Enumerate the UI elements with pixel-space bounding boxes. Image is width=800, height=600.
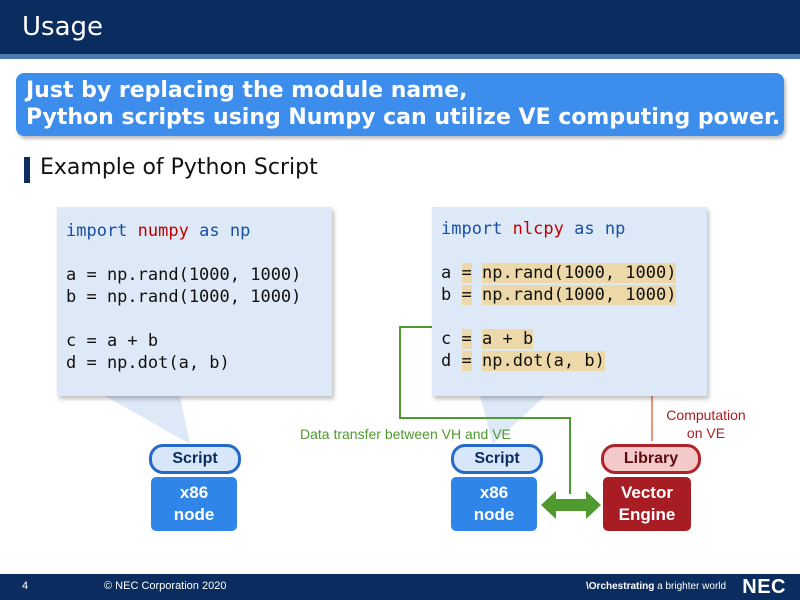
- numpy-code: import numpy as np a = np.rand(1000, 100…: [66, 220, 301, 374]
- code-var-d: d: [441, 351, 452, 371]
- code-var-a: a: [441, 263, 452, 283]
- nlcpy-code-box: import nlcpy as np a = np.rand(1000, 100…: [432, 207, 707, 396]
- node-label: node: [173, 505, 215, 524]
- left-callout-tail: [105, 396, 190, 444]
- code-line-c: c = a + b: [66, 331, 159, 351]
- x86-node-left: x86 node: [151, 477, 237, 531]
- code-var-c: c: [441, 329, 452, 349]
- right-callout-tail: [480, 396, 545, 444]
- footer-bar: 4 © NEC Corporation 2020 \Orchestrating …: [0, 574, 800, 600]
- import-keyword: import: [441, 219, 503, 239]
- copyright: © NEC Corporation 2020: [104, 580, 227, 592]
- numpy-code-box: import numpy as np a = np.rand(1000, 100…: [57, 207, 332, 396]
- code-rhs-b: np.rand(1000, 1000): [482, 285, 677, 305]
- code-eq-c: =: [461, 329, 472, 349]
- page-number: 4: [22, 580, 29, 592]
- as-keyword: as: [199, 221, 220, 241]
- header-bar: Usage: [0, 0, 800, 54]
- tagline-rest: a brighter world: [654, 581, 727, 592]
- module-alias: np: [229, 221, 251, 241]
- x86-node-right: x86 node: [451, 477, 537, 531]
- code-rhs-d: np.dot(a, b): [482, 351, 605, 371]
- x86-label: x86: [179, 483, 209, 502]
- double-arrow-icon: [541, 491, 601, 519]
- code-rhs-c: a + b: [482, 329, 534, 349]
- nlcpy-code: import nlcpy as np a = np.rand(1000, 100…: [441, 218, 677, 372]
- engine-label: Engine: [618, 505, 676, 524]
- nec-logo: NEC: [742, 576, 786, 598]
- as-keyword: as: [574, 219, 595, 239]
- banner-line-1: Just by replacing the module name,: [26, 78, 468, 103]
- code-eq-b: =: [461, 285, 472, 305]
- code-eq-d: =: [461, 351, 472, 371]
- computation-label-2: on VE: [686, 425, 726, 441]
- module-name: numpy: [137, 221, 189, 241]
- module-name: nlcpy: [512, 219, 564, 239]
- code-var-b: b: [441, 285, 452, 305]
- x86-label: x86: [479, 483, 509, 502]
- library-badge: Library: [601, 444, 701, 474]
- section-title: Example of Python Script: [40, 155, 318, 180]
- data-transfer-label: Data transfer between VH and VE: [300, 426, 511, 442]
- script-badge-right: Script: [451, 444, 543, 474]
- tagline: \Orchestrating a brighter world: [586, 581, 726, 592]
- import-keyword: import: [66, 221, 128, 241]
- vector-label: Vector: [621, 483, 673, 502]
- banner-line-2: Python scripts using Numpy can utilize V…: [26, 105, 781, 130]
- section-marker: [24, 157, 30, 183]
- page-title: Usage: [22, 12, 104, 42]
- script-badge-left: Script: [149, 444, 241, 474]
- vector-engine-node: Vector Engine: [603, 477, 691, 531]
- tagline-emphasis: \Orchestrating: [586, 581, 655, 592]
- code-line-a: a = np.rand(1000, 1000): [66, 265, 302, 285]
- code-eq-a: =: [461, 263, 472, 283]
- node-label: node: [473, 505, 515, 524]
- header-divider: [0, 54, 800, 59]
- code-line-b: b = np.rand(1000, 1000): [66, 287, 302, 307]
- key-message-banner: Just by replacing the module name, Pytho…: [16, 73, 784, 136]
- code-rhs-a: np.rand(1000, 1000): [482, 263, 677, 283]
- code-line-d: d = np.dot(a, b): [66, 353, 230, 373]
- module-alias: np: [604, 219, 626, 239]
- computation-label-1: Computation: [666, 407, 746, 423]
